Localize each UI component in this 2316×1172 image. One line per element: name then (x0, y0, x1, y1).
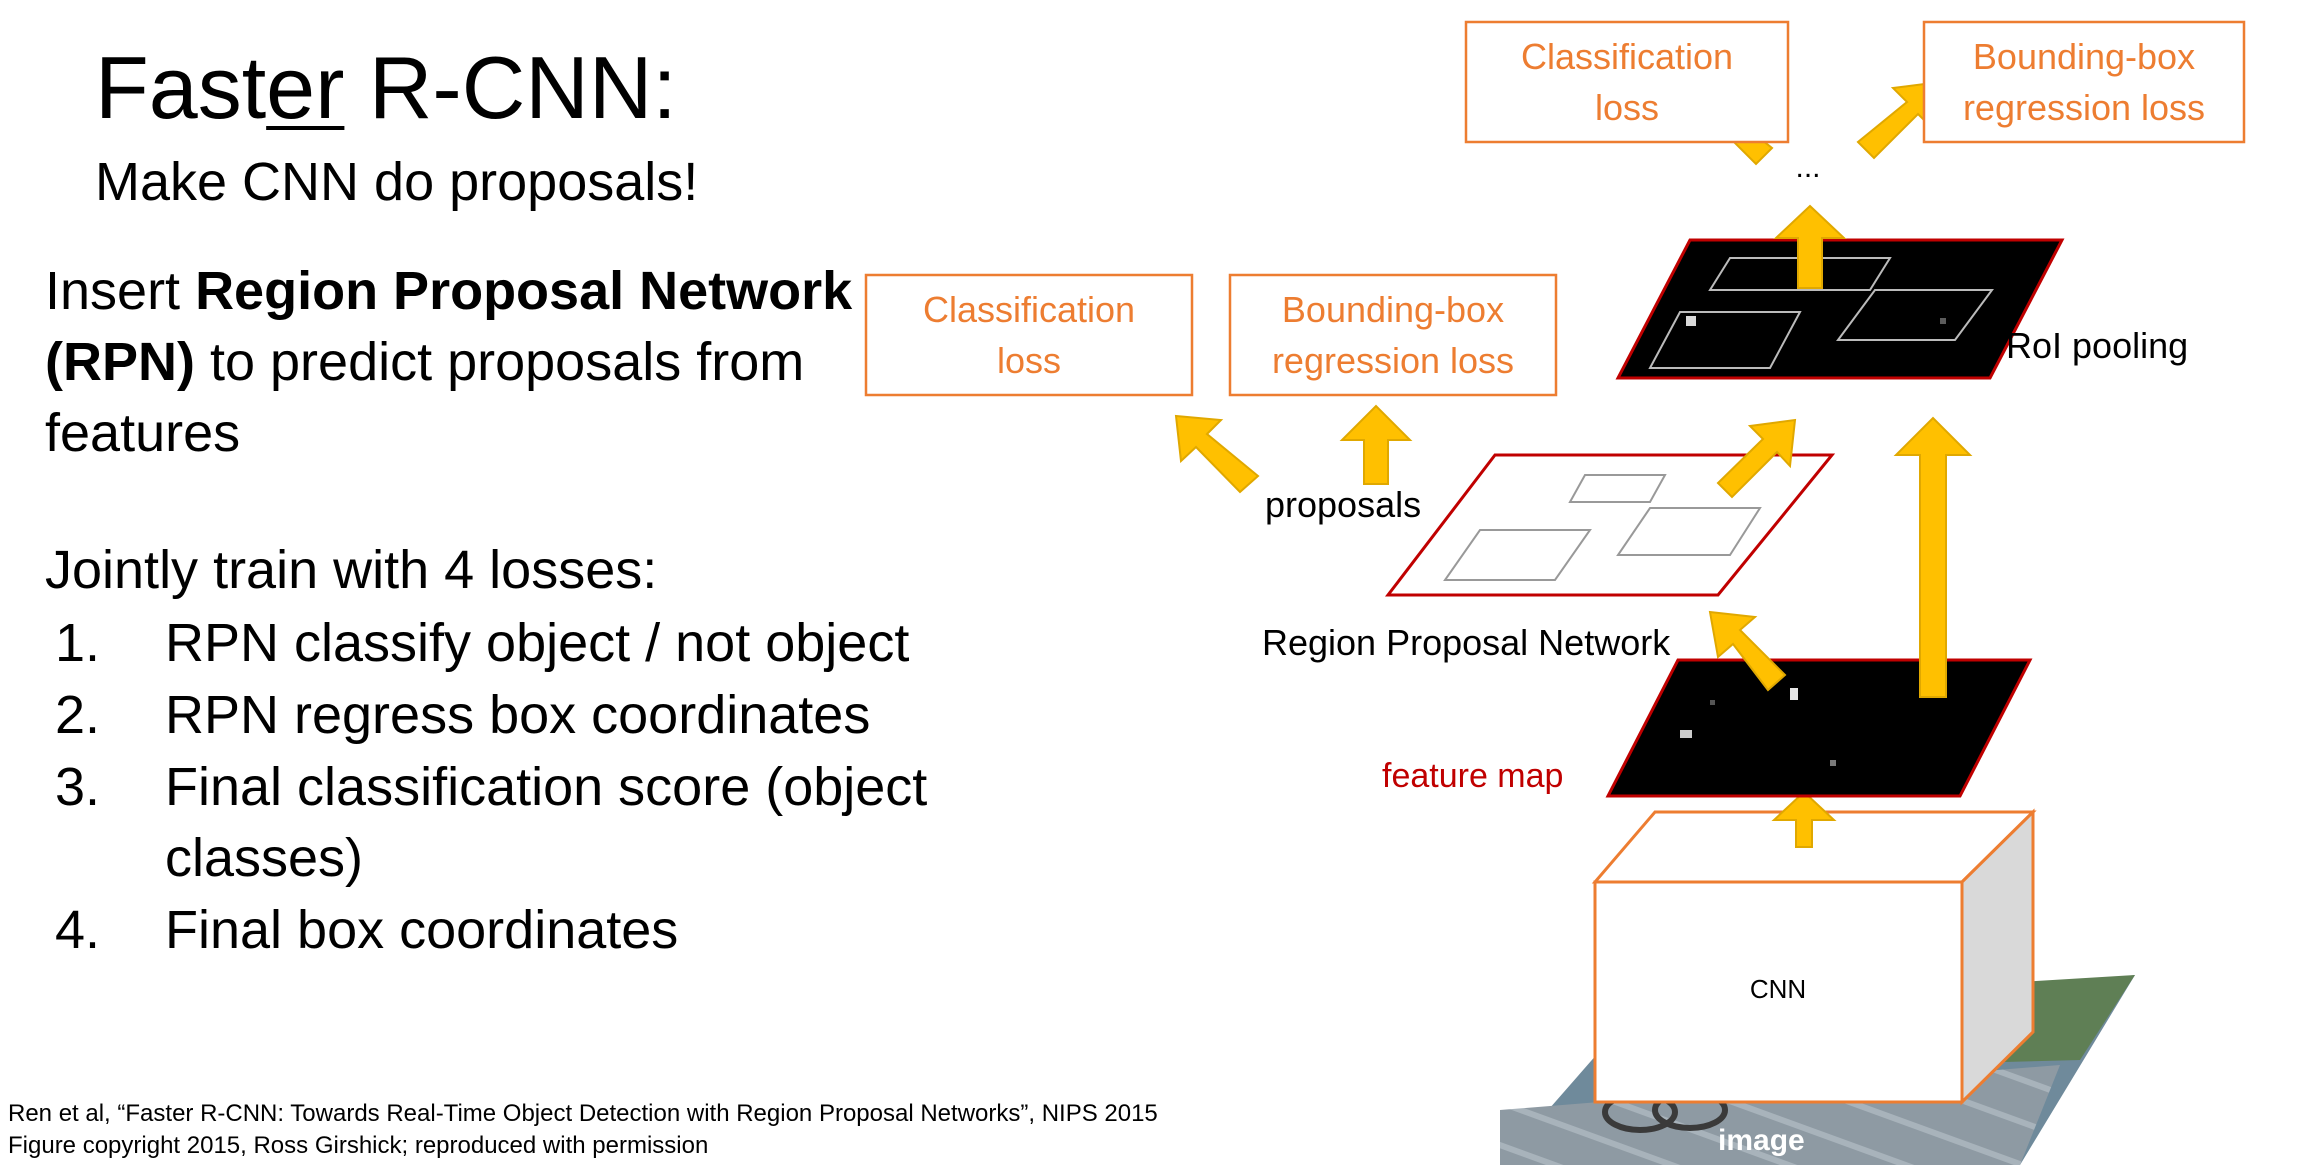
page-title: Faster R-CNN: (95, 38, 677, 138)
citation-line-2: Figure copyright 2015, Ross Girshick; re… (8, 1132, 709, 1159)
arrow-proposals-to-rpn-cls (1174, 414, 1260, 494)
final-cls-line1: Classification (1521, 36, 1733, 77)
insert-rpn-text: Insert Region Proposal Network (RPN) to … (45, 256, 925, 469)
rpn-cls-line1: Classification (923, 289, 1135, 330)
title-suffix: R-CNN: (344, 38, 677, 137)
citation-line-1: Ren et al, “Faster R-CNN: Towards Real-T… (8, 1100, 1158, 1127)
cnn-label: CNN (1750, 974, 1806, 1004)
rpn-classification-loss-box: Classification loss (864, 273, 1194, 397)
roi-pooling-plane: RoI pooling (1615, 238, 2188, 380)
final-bbox-loss-box: Bounding-box regression loss (1922, 20, 2246, 144)
loss-number: 1. (55, 613, 101, 673)
arrow-feature-map-to-rpn (1708, 610, 1787, 692)
insert-before: Insert (45, 261, 196, 321)
final-cls-line2: loss (1595, 87, 1659, 128)
proposals-label: proposals (1265, 484, 1421, 525)
loss-text: Final box coordinates (165, 900, 679, 960)
final-classification-loss-box: Classification loss (1464, 20, 1790, 144)
arrow-roi-to-head (1773, 204, 1847, 289)
loss-number: 3. (55, 757, 101, 817)
rpn-bbox-loss-box: Bounding-box regression loss (1228, 273, 1558, 397)
arrow-cnn-to-feature-map (1771, 790, 1837, 848)
final-bbox-line1: Bounding-box (1973, 36, 2195, 77)
losses-heading: Jointly train with 4 losses: (45, 540, 658, 600)
final-bbox-line2: regression loss (1963, 87, 2205, 128)
feature-map-label: feature map (1382, 757, 1563, 795)
cnn-block: CNN (1591, 808, 2037, 1106)
image-label: image (1718, 1124, 1805, 1157)
roi-pooling-label: RoI pooling (2006, 325, 2188, 366)
loss-number: 2. (55, 685, 101, 745)
loss-text: RPN regress box coordinates (165, 685, 871, 745)
arrow-proposals-to-roi (1716, 418, 1797, 499)
ellipsis-label: ... (1795, 151, 1820, 184)
title-underlined: er (266, 38, 345, 137)
title-prefix: Fast (95, 38, 267, 137)
rpn-cls-line2: loss (997, 340, 1061, 381)
rpn-bbox-line1: Bounding-box (1282, 289, 1504, 330)
arrow-proposals-to-rpn-bbox (1339, 404, 1413, 485)
arrow-feature-map-to-roi (1893, 416, 1973, 698)
loss-number: 4. (55, 900, 101, 960)
insert-after: to predict proposals from features (45, 332, 805, 463)
loss-text: Final classification score (object class… (165, 757, 928, 888)
proposals-plane: proposals (1265, 453, 1836, 597)
rpn-label: Region Proposal Network (1262, 622, 1671, 663)
loss-text: RPN classify object / not object (165, 613, 910, 673)
insert-bold: Region Proposal Network (RPN) (45, 261, 853, 392)
subtitle: Make CNN do proposals! (95, 152, 699, 212)
rpn-bbox-line2: regression loss (1272, 340, 1514, 381)
